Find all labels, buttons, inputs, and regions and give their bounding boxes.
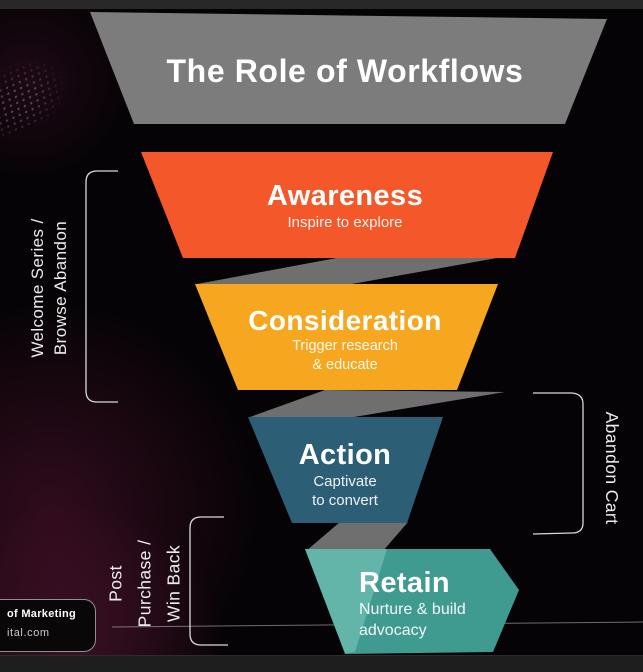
retain-stage-highlight	[305, 549, 387, 653]
abandon-cart-annotation: Abandon Cart	[600, 383, 624, 553]
post-purchase-bracket	[189, 516, 228, 646]
post-purchase-line2: Purchase /	[134, 539, 155, 628]
retain-label-block: Retain Nurture & build advocacy	[359, 567, 539, 641]
slide-title: The Role of Workflows	[166, 53, 524, 89]
post-purchase-line3: Win Back	[163, 544, 184, 623]
retain-subtitle-line2: advocacy	[359, 621, 427, 639]
footer-card-line1: of Marketing	[7, 608, 76, 620]
retain-title: Retain	[359, 567, 451, 599]
footer-attribution-card: of Marketing ital.com	[0, 599, 96, 652]
consideration-stage-shape	[195, 284, 498, 390]
welcome-series-line1: Welcome Series /	[28, 218, 47, 358]
abandon-cart-bracket	[532, 392, 584, 535]
bottom-window-bar	[0, 655, 643, 672]
action-subtitle-line1: Captivate	[313, 473, 377, 490]
consideration-title: Consideration	[248, 305, 442, 336]
consideration-subtitle-line1: Trigger research	[292, 338, 398, 354]
welcome-series-annotation: Welcome Series / Browse Abandon	[26, 158, 72, 418]
welcome-series-bracket	[85, 170, 118, 403]
title-banner-shape	[90, 12, 607, 124]
consideration-label-block: Consideration Trigger research & educate	[145, 304, 545, 375]
post-purchase-annotation: Post Purchase / Win Back	[102, 509, 189, 659]
abandon-cart-line1: Abandon Cart	[602, 411, 622, 525]
action-title: Action	[298, 439, 392, 471]
footer-card-line2: ital.com	[7, 627, 50, 639]
action-stage-shape	[248, 417, 443, 523]
action-label-block: Action Captivate to convert	[145, 439, 545, 510]
retain-subtitle-line1: Nurture & build	[359, 601, 466, 618]
awareness-title: Awareness	[266, 180, 424, 212]
consideration-subtitle-line2: & educate	[312, 357, 378, 373]
connector-action-retain	[306, 522, 408, 551]
awareness-stage-shape	[141, 152, 553, 258]
top-window-bar	[0, 0, 643, 9]
awareness-label-block: Awareness Inspire to explore	[145, 180, 545, 232]
post-purchase-line1: Post	[105, 565, 126, 602]
action-subtitle-line2: to convert	[312, 492, 378, 509]
connector-consideration-action	[250, 390, 505, 418]
connector-awareness-consideration	[197, 257, 497, 284]
awareness-subtitle: Inspire to explore	[287, 214, 403, 231]
welcome-series-line2: Browse Abandon	[51, 220, 70, 356]
